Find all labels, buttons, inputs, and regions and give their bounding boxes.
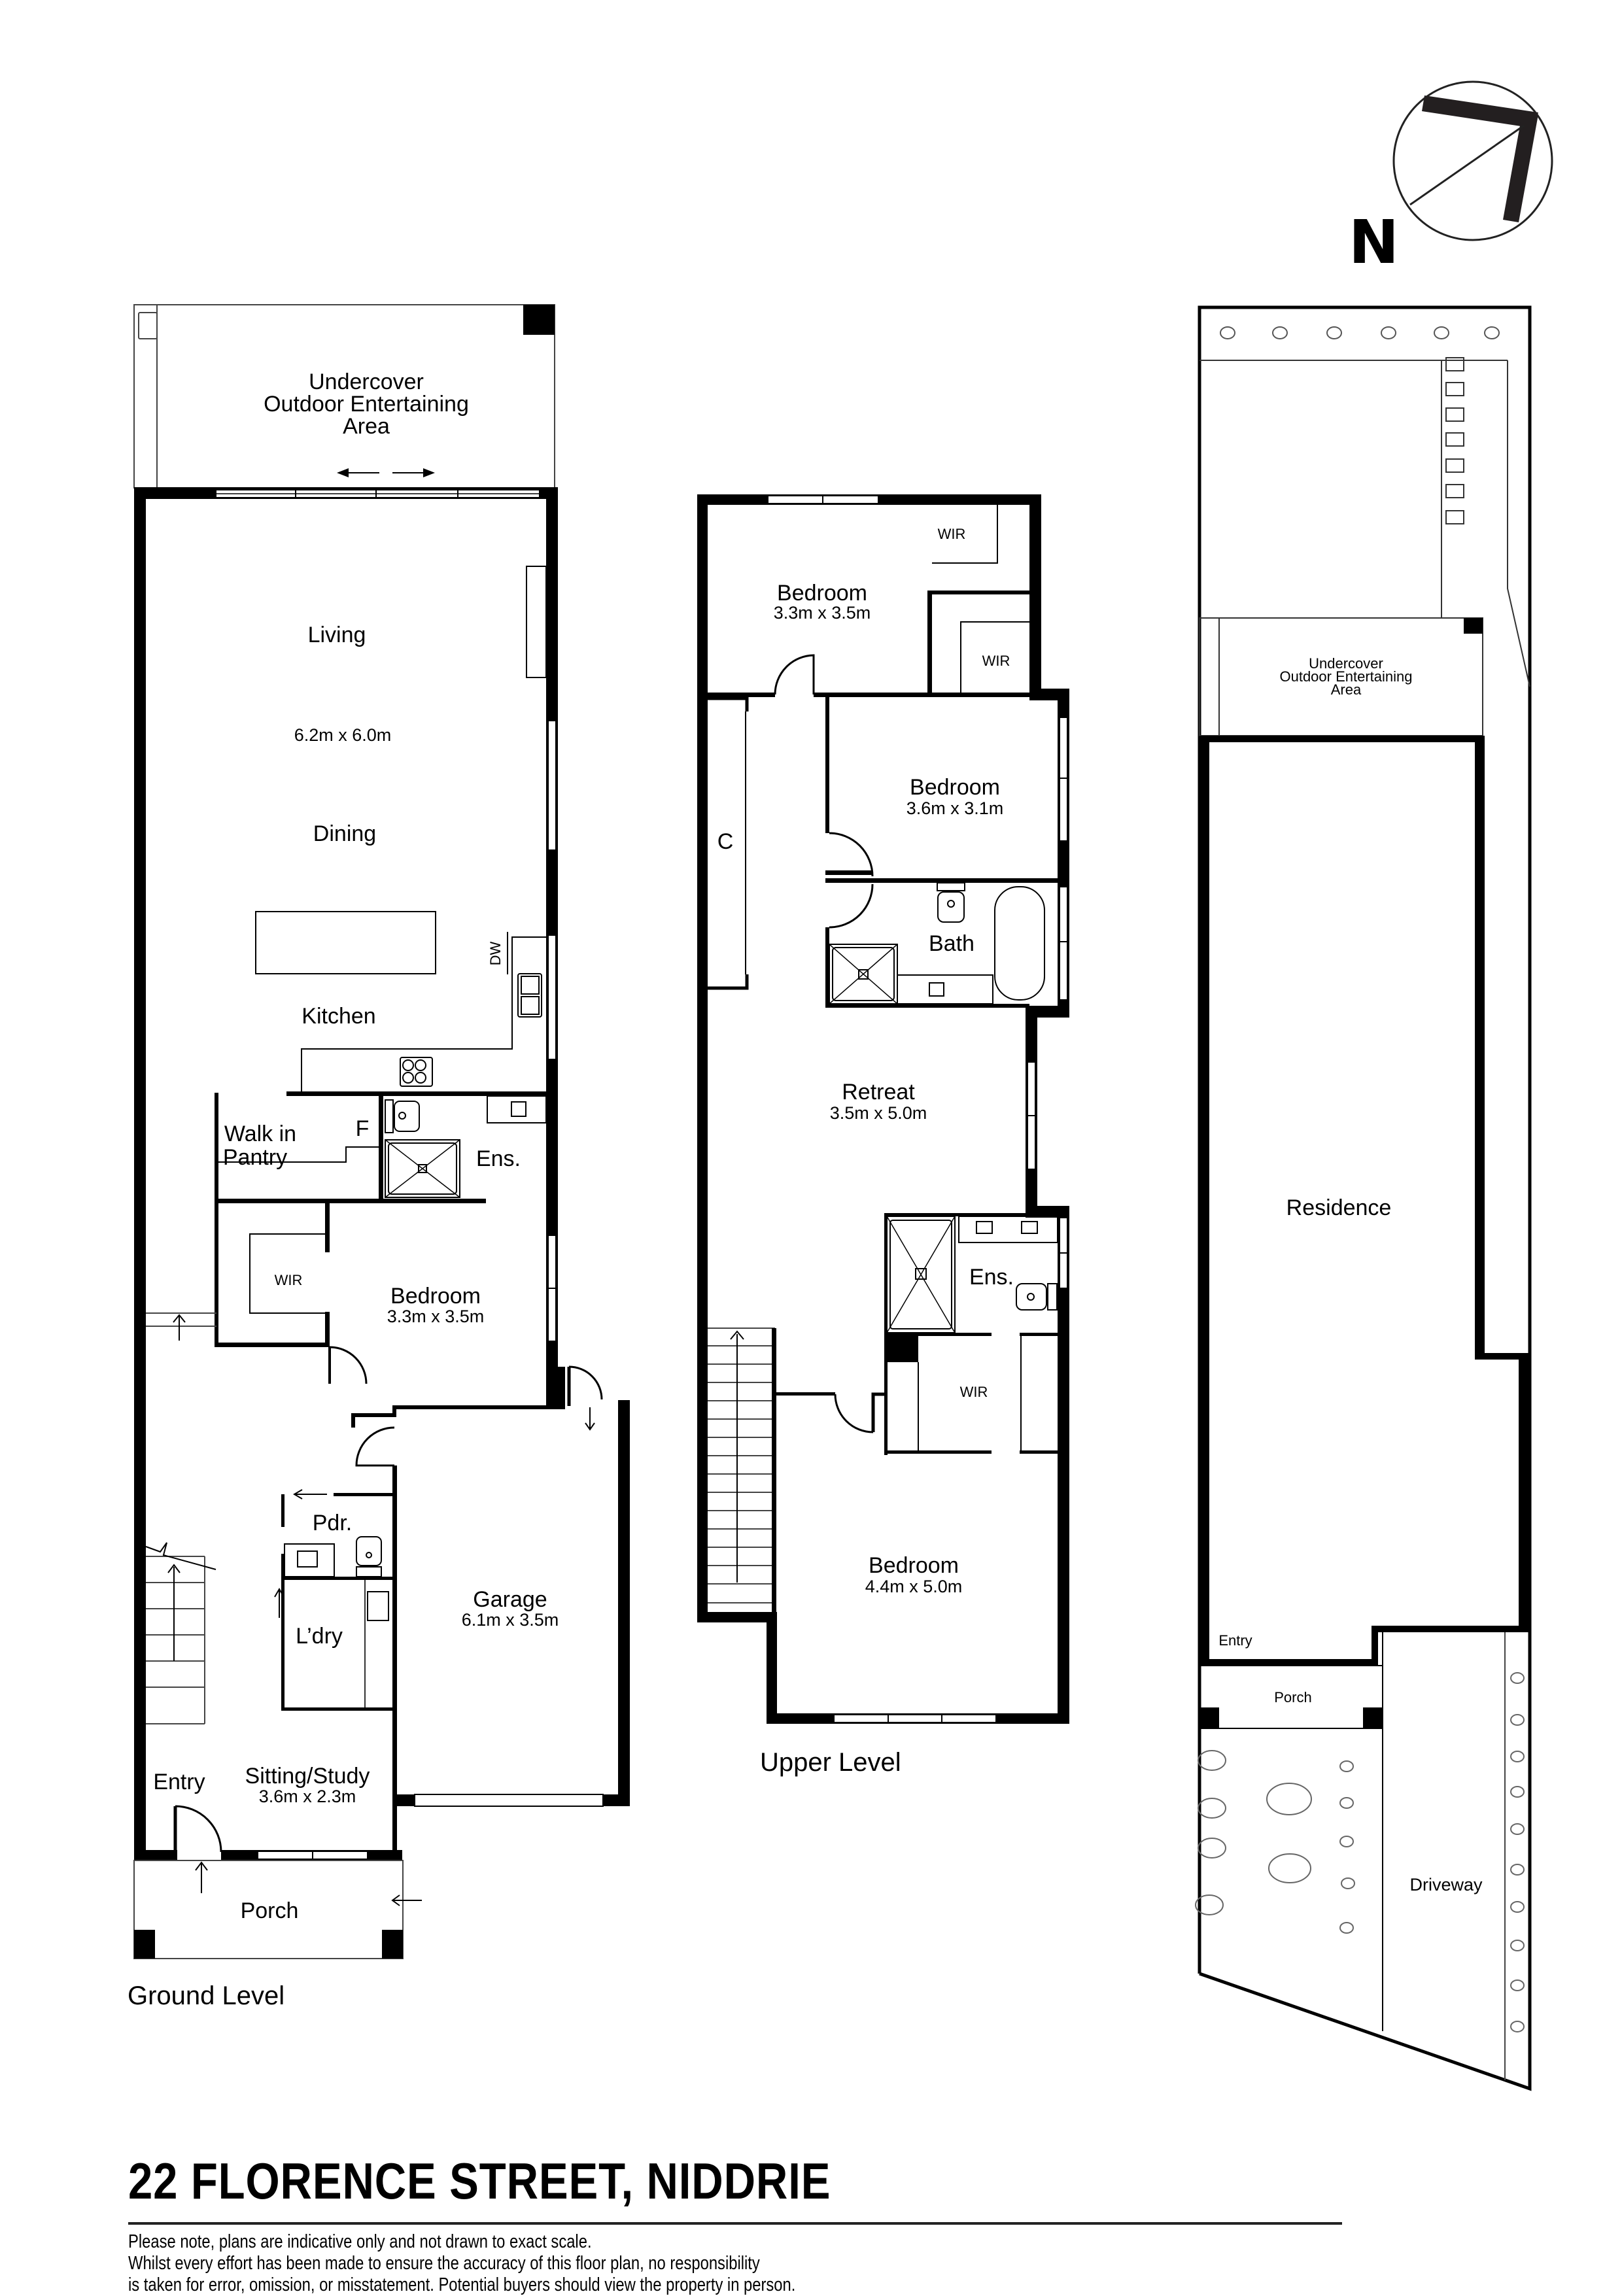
- label-upper-bedroom3: Bedroom: [869, 1553, 959, 1578]
- label-living: Living: [308, 623, 366, 647]
- bedroom-door-swing: [329, 1346, 368, 1384]
- ground-level-title: Ground Level: [128, 1981, 285, 2010]
- powder-toilet-icon: [356, 1536, 382, 1577]
- label-garage-dims: 6.1m x 3.5m: [462, 1610, 559, 1630]
- label-pantry-line1: Walk in: [224, 1122, 296, 1146]
- title-divider: [128, 2222, 1342, 2225]
- label-bedroom: Bedroom: [390, 1284, 481, 1309]
- label-outdoor-line3: Area: [343, 414, 390, 439]
- upper-ensuite-vanity: [958, 1216, 1058, 1243]
- rear-garden-planters: [1445, 357, 1464, 524]
- ensuite-toilet-icon: [385, 1099, 420, 1133]
- label-outdoor-line2: Outdoor Entertaining: [264, 392, 469, 417]
- ensuite-shower-icon: [385, 1139, 460, 1198]
- upper-level-plan: [697, 494, 1069, 1724]
- garage-side-door-swing: [568, 1365, 603, 1400]
- cooktop-icon: [400, 1057, 433, 1087]
- label-dining: Dining: [313, 821, 376, 846]
- ground-level-plan: DW: [133, 304, 630, 1959]
- kitchen-bench: [301, 936, 546, 1091]
- upper-ensuite-toilet-icon: [1016, 1283, 1058, 1311]
- label-fridge: F: [356, 1116, 370, 1141]
- label-sitting-study: Sitting/Study: [245, 1764, 370, 1789]
- label-upper-ensuite: Ens.: [969, 1265, 1014, 1290]
- label-upper-wir1: WIR: [938, 526, 966, 542]
- staircase-upper: [708, 1328, 775, 1603]
- garage-door: [414, 1794, 604, 1807]
- garage-internal-door-swing: [355, 1426, 395, 1467]
- living-cabinet: [526, 566, 547, 678]
- label-site-outdoor-line2: Outdoor Entertaining: [1279, 668, 1412, 685]
- bath-door-swing: [829, 883, 874, 929]
- north-arrow-icon: [1392, 80, 1553, 241]
- kitchen-sink-icon: [517, 973, 542, 1018]
- label-outdoor-line1: Undercover: [309, 369, 424, 394]
- label-site-outdoor-line3: Area: [1331, 681, 1362, 698]
- label-upper-wir2: WIR: [982, 653, 1010, 669]
- label-garage: Garage: [473, 1587, 547, 1612]
- powder-vanity: [284, 1543, 335, 1577]
- compass-north-label: N: [1349, 207, 1399, 277]
- disclaimer-line-3: is taken for error, omission, or misstat…: [128, 2274, 796, 2295]
- label-upper-retreat: Retreat: [842, 1080, 915, 1105]
- front-door-swing: [175, 1805, 222, 1853]
- bath-shower-icon: [829, 944, 898, 1004]
- label-kitchen: Kitchen: [302, 1004, 375, 1029]
- label-laundry: L’dry: [296, 1624, 343, 1649]
- label-porch: Porch: [241, 1898, 299, 1923]
- disclaimer-line-1: Please note, plans are indicative only a…: [128, 2231, 592, 2252]
- label-bedroom-dims: 3.3m x 3.5m: [387, 1307, 485, 1326]
- label-sitting-study-dims: 3.6m x 2.3m: [259, 1787, 356, 1806]
- label-upper-bedroom1-dims: 3.3m x 3.5m: [774, 603, 871, 623]
- disclaimer-line-2: Whilst every effort has been made to ens…: [128, 2253, 760, 2274]
- porch-outline: [133, 1860, 404, 1959]
- label-upper-bedroom2: Bedroom: [910, 775, 1000, 800]
- ensuite-vanity: [487, 1095, 547, 1123]
- label-upper-wir3: WIR: [960, 1384, 988, 1400]
- label-entry: Entry: [153, 1770, 205, 1794]
- label-site-outdoor-line1: Undercover: [1309, 655, 1383, 672]
- label-living-dims: 6.2m x 6.0m: [294, 725, 392, 745]
- stair-break-line: [145, 1542, 216, 1570]
- upper-ensuite-shower-icon: [886, 1216, 956, 1333]
- upper-bedroom3-window: [833, 1714, 997, 1723]
- label-site-porch: Porch: [1274, 1689, 1311, 1705]
- label-site-residence: Residence: [1286, 1195, 1392, 1220]
- bedroom3-door-swing: [834, 1394, 874, 1433]
- label-powder: Pdr.: [313, 1511, 352, 1535]
- kitchen-island: [255, 911, 436, 974]
- disclaimer: Please note, plans are indicative only a…: [128, 2231, 795, 2296]
- staircase-ground: [146, 1556, 205, 1724]
- bathtub-icon: [994, 886, 1045, 1001]
- label-site-entry: Entry: [1218, 1632, 1252, 1649]
- bedroom2-door-swing: [829, 832, 874, 877]
- label-pantry-line2: Pantry: [223, 1145, 287, 1170]
- rear-garden-plants: [1220, 326, 1500, 339]
- label-upper-linen: C: [717, 829, 734, 854]
- sliding-door-arrows-icon: [337, 468, 435, 477]
- label-upper-bedroom1: Bedroom: [777, 581, 867, 606]
- front-garden-plants: [1195, 1750, 1355, 1934]
- label-site-driveway: Driveway: [1409, 1875, 1483, 1894]
- label-ensuite: Ens.: [476, 1146, 521, 1171]
- bath-toilet-icon: [937, 882, 965, 923]
- label-upper-bath: Bath: [929, 931, 975, 956]
- upper-level-title: Upper Level: [760, 1748, 901, 1777]
- label-upper-bedroom2-dims: 3.6m x 3.1m: [906, 798, 1004, 818]
- laundry-tub: [367, 1591, 389, 1621]
- property-address-title: 22 FLORENCE STREET, NIDDRIE: [128, 2152, 831, 2210]
- side-strip-plants: [1510, 1672, 1525, 2032]
- label-upper-retreat-dims: 3.5m x 5.0m: [830, 1103, 927, 1123]
- site-plan: [1195, 305, 1532, 2091]
- bath-vanity: [897, 974, 993, 1004]
- outdoor-bbq-icon: [138, 312, 158, 339]
- bedroom1-door-swing: [774, 654, 815, 695]
- dishwasher-label: DW: [487, 941, 504, 965]
- label-upper-bedroom3-dims: 4.4m x 5.0m: [865, 1577, 963, 1596]
- wir-outline: [249, 1233, 325, 1314]
- label-wir: WIR: [275, 1272, 303, 1288]
- outdoor-post: [523, 305, 555, 335]
